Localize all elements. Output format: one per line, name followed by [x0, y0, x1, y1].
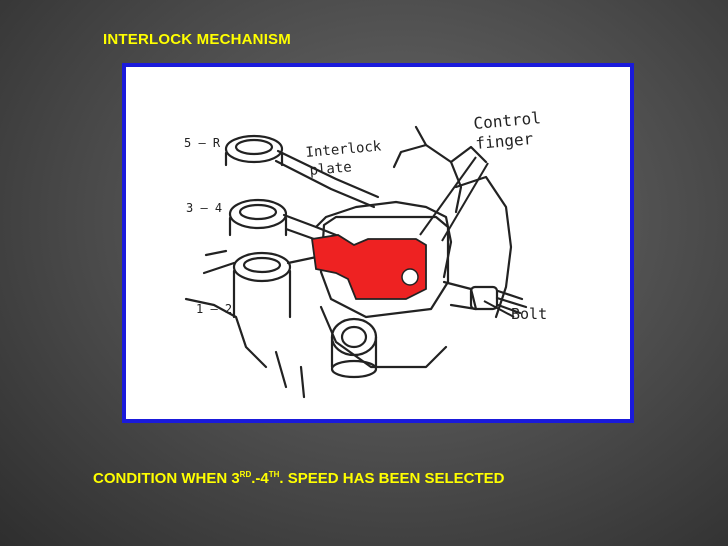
label-control-2: finger [475, 129, 535, 153]
caption-part1: CONDITION WHEN 3 [93, 470, 240, 487]
interlock-diagram: 5 — R 3 — 4 1 — 2 Interlock plate Contro… [184, 108, 547, 399]
bolt [442, 280, 528, 315]
label-5r: 5 — R [184, 136, 221, 150]
caption-part3: . SPEED HAS BEEN SELECTED [279, 470, 505, 487]
control-finger-highlight [310, 234, 427, 300]
diagram-frame: 5 — R 3 — 4 1 — 2 Interlock plate Contro… [122, 63, 634, 423]
shift-rod-5r [224, 134, 380, 209]
label-34: 3 — 4 [186, 201, 222, 215]
caption-part2: .-4 [251, 470, 269, 487]
leader-line-control [419, 156, 477, 236]
label-interlock-1: Interlock [305, 138, 383, 161]
label-12: 1 — 2 [196, 302, 232, 316]
slide-caption: CONDITION WHEN 3RD.-4TH. SPEED HAS BEEN … [93, 470, 504, 487]
slide-title: INTERLOCK MECHANISM [103, 31, 291, 48]
caption-sup1: RD [239, 470, 252, 479]
label-bolt: Bolt [511, 305, 547, 323]
caption-sup2: TH [268, 470, 280, 479]
leader-line-bolt [483, 300, 515, 318]
label-interlock-2: plate [309, 159, 352, 179]
